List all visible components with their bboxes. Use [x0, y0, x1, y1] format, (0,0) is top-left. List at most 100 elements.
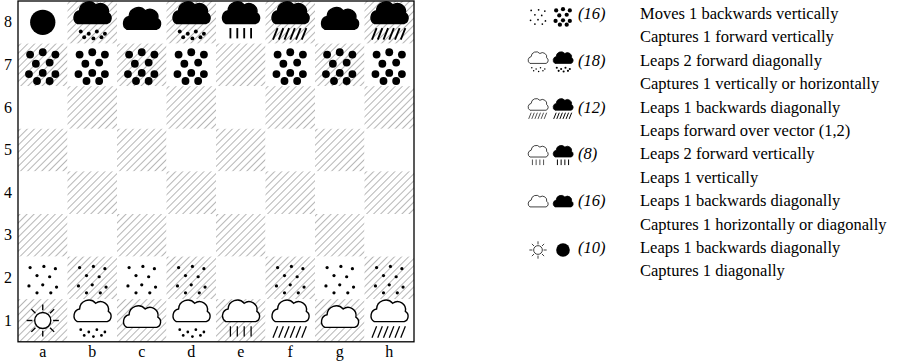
dark-square	[365, 171, 415, 214]
white-dots-piece	[77, 265, 108, 295]
light-square	[117, 171, 167, 214]
white-dots-piece	[27, 265, 58, 295]
snowflake-dot	[186, 32, 190, 36]
black-dots-sample	[553, 7, 571, 27]
cloud-shape	[528, 99, 548, 111]
rain-line	[273, 326, 278, 338]
dot-piece-mark	[148, 291, 151, 294]
dot-piece-mark	[95, 59, 103, 67]
snowflake-dot	[544, 68, 545, 69]
dot-piece-mark	[375, 266, 378, 269]
dot-piece-mark	[374, 284, 377, 287]
dot-piece-mark	[141, 265, 144, 268]
snowflake-dot	[540, 67, 541, 68]
dark-square	[68, 171, 118, 214]
move-rule-text: Leaps 1 backwards diagonally	[640, 192, 840, 210]
white-sun-piece	[27, 304, 59, 336]
rain-line	[250, 28, 252, 38]
rain-line	[535, 113, 537, 119]
snowflake-dot	[531, 67, 532, 68]
dot-piece-mark	[565, 23, 569, 27]
dot-piece-mark	[554, 8, 558, 12]
dot-piece-mark	[538, 9, 540, 11]
cloud-shape	[74, 2, 111, 24]
dot-piece-mark	[382, 274, 385, 277]
white-storm-piece	[371, 300, 408, 338]
dark-square	[18, 214, 68, 257]
rain-line	[529, 113, 531, 119]
snowflake-dot	[202, 32, 206, 36]
move-rule-text: Leaps 2 forward diagonally	[640, 52, 822, 70]
light-square	[216, 171, 266, 214]
dot-piece-mark	[283, 274, 286, 277]
black-cloud-sample	[553, 195, 573, 207]
sun-ray	[538, 241, 539, 244]
snowflake-dot	[91, 36, 95, 40]
black-sun-piece	[30, 10, 55, 35]
rain-line	[302, 28, 307, 40]
dot-piece-mark	[330, 77, 338, 85]
light-square	[167, 129, 217, 172]
light-square	[68, 44, 118, 87]
dark-square	[315, 129, 365, 172]
light-square	[216, 1, 266, 44]
dot-piece-mark	[301, 267, 304, 270]
cloud-shape	[272, 300, 309, 322]
move-rule-text: Captures 1 horizontally or diagonally	[640, 216, 887, 234]
dark-square	[216, 214, 266, 257]
dot-piece-mark	[98, 275, 101, 278]
move-rule-text: Moves 1 backwards vertically	[640, 5, 838, 23]
rain-line	[532, 160, 533, 166]
dot-piece-mark	[401, 285, 404, 288]
dot-piece-mark	[299, 70, 307, 78]
dark-square	[266, 86, 316, 129]
dot-piece-mark	[202, 267, 205, 270]
light-square	[167, 214, 217, 257]
dark-square	[68, 257, 118, 300]
dot-piece-mark	[544, 10, 546, 12]
dot-piece-mark	[275, 284, 278, 287]
rank-label: 6	[4, 99, 12, 117]
cloud-shape	[272, 2, 309, 24]
rank-label: 7	[4, 56, 12, 74]
snowflake-dot	[533, 70, 534, 71]
dot-piece-mark	[140, 283, 143, 286]
rain-line	[302, 326, 307, 338]
dot-piece-mark	[530, 10, 532, 12]
black-dots-piece	[25, 48, 59, 85]
dark-square	[167, 257, 217, 300]
dot-piece-mark	[88, 48, 96, 56]
rain-line	[539, 160, 540, 166]
sun-disc	[556, 243, 570, 257]
pieces	[25, 2, 408, 338]
dot-piece-mark	[372, 70, 380, 78]
light-square	[315, 257, 365, 300]
dot-piece-mark	[150, 51, 158, 59]
rain-line	[290, 326, 295, 338]
white-snow-sample	[528, 52, 548, 72]
snowflake-dot	[556, 67, 558, 69]
dot-piece-mark	[49, 291, 52, 294]
dark-square	[117, 214, 167, 257]
dot-piece-mark	[395, 275, 398, 278]
dot-piece-mark	[150, 70, 158, 78]
file-label: b	[88, 343, 96, 361]
black-sun-sample	[556, 243, 570, 257]
black-snow-piece	[74, 2, 111, 40]
rain-line	[566, 113, 568, 119]
cloud-shape	[528, 195, 548, 207]
black-dots-piece	[372, 48, 406, 85]
dot-piece-mark	[41, 283, 44, 286]
dot-piece-mark	[198, 291, 201, 294]
dot-piece-mark	[85, 291, 88, 294]
dot-piece-mark	[26, 51, 34, 59]
piece-value: (16)	[578, 5, 606, 23]
dot-piece-mark	[145, 59, 153, 67]
dot-piece-mark	[279, 60, 287, 68]
light-square	[117, 1, 167, 44]
rank-label: 4	[4, 184, 12, 202]
rain-line	[372, 326, 377, 338]
rain-line	[372, 28, 377, 40]
snowflake-dot	[569, 68, 571, 70]
piece-value: (8)	[578, 145, 597, 163]
